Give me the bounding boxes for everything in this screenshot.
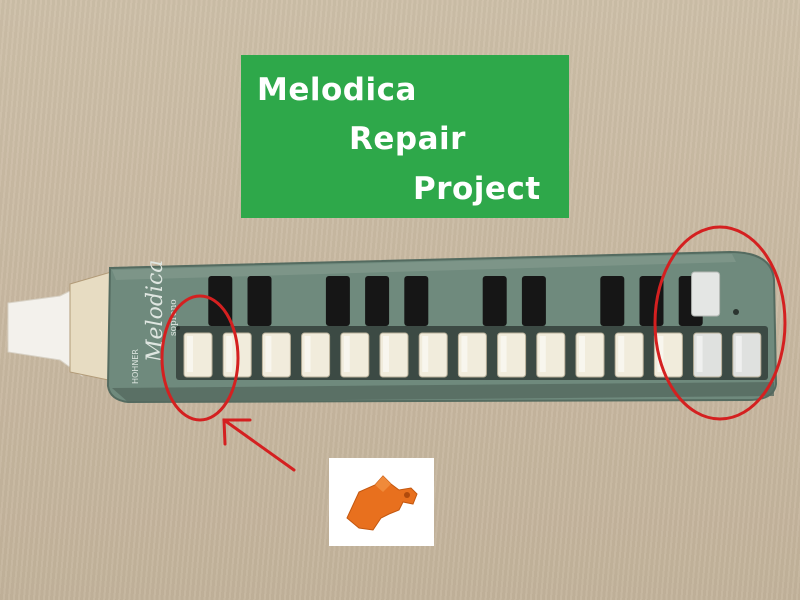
white-key-shine: [579, 336, 585, 372]
black-keys: [208, 271, 721, 326]
black-key: [365, 276, 390, 326]
right-keys-highlight-circle: [653, 225, 787, 421]
title-line-3: Project: [413, 171, 541, 207]
title-line-1: Melodica: [257, 72, 417, 108]
mouthpiece: [7, 285, 83, 377]
white-key-shine: [383, 336, 389, 372]
orange-key-clip-icon: [346, 475, 418, 531]
part-inset: [329, 458, 434, 546]
white-key-shine: [696, 336, 703, 372]
black-key: [482, 276, 507, 326]
white-key-shine: [343, 336, 350, 372]
body-screw: [733, 309, 739, 315]
black-key: [521, 276, 546, 326]
white-key-shine: [539, 336, 546, 372]
white-keys: [183, 332, 762, 378]
white-key-shine: [735, 336, 742, 372]
brand-hohner: HOHNER: [131, 349, 140, 384]
white-key-shine: [422, 336, 429, 372]
pointer-arrow: [222, 418, 296, 472]
white-key-shine: [500, 336, 507, 372]
black-key: [325, 276, 350, 326]
left-key-highlight-circle: [160, 294, 240, 422]
white-key-shine: [226, 336, 233, 372]
black-key: [404, 276, 429, 326]
model-name: Melodica: [143, 260, 168, 363]
black-key: [639, 276, 664, 326]
title-banner: Melodica Repair Project: [241, 55, 569, 218]
white-key-shine: [461, 336, 468, 372]
black-key: [247, 276, 272, 326]
white-key-shine: [187, 336, 193, 372]
title-line-2: Repair: [349, 121, 466, 157]
white-key-shine: [304, 336, 311, 372]
replacement-top-key: [691, 271, 721, 317]
model-variant: soprano: [169, 299, 179, 336]
white-key-shine: [618, 336, 625, 372]
white-key-shine: [657, 336, 664, 372]
black-key: [600, 276, 625, 326]
white-key-shine: [265, 336, 272, 372]
